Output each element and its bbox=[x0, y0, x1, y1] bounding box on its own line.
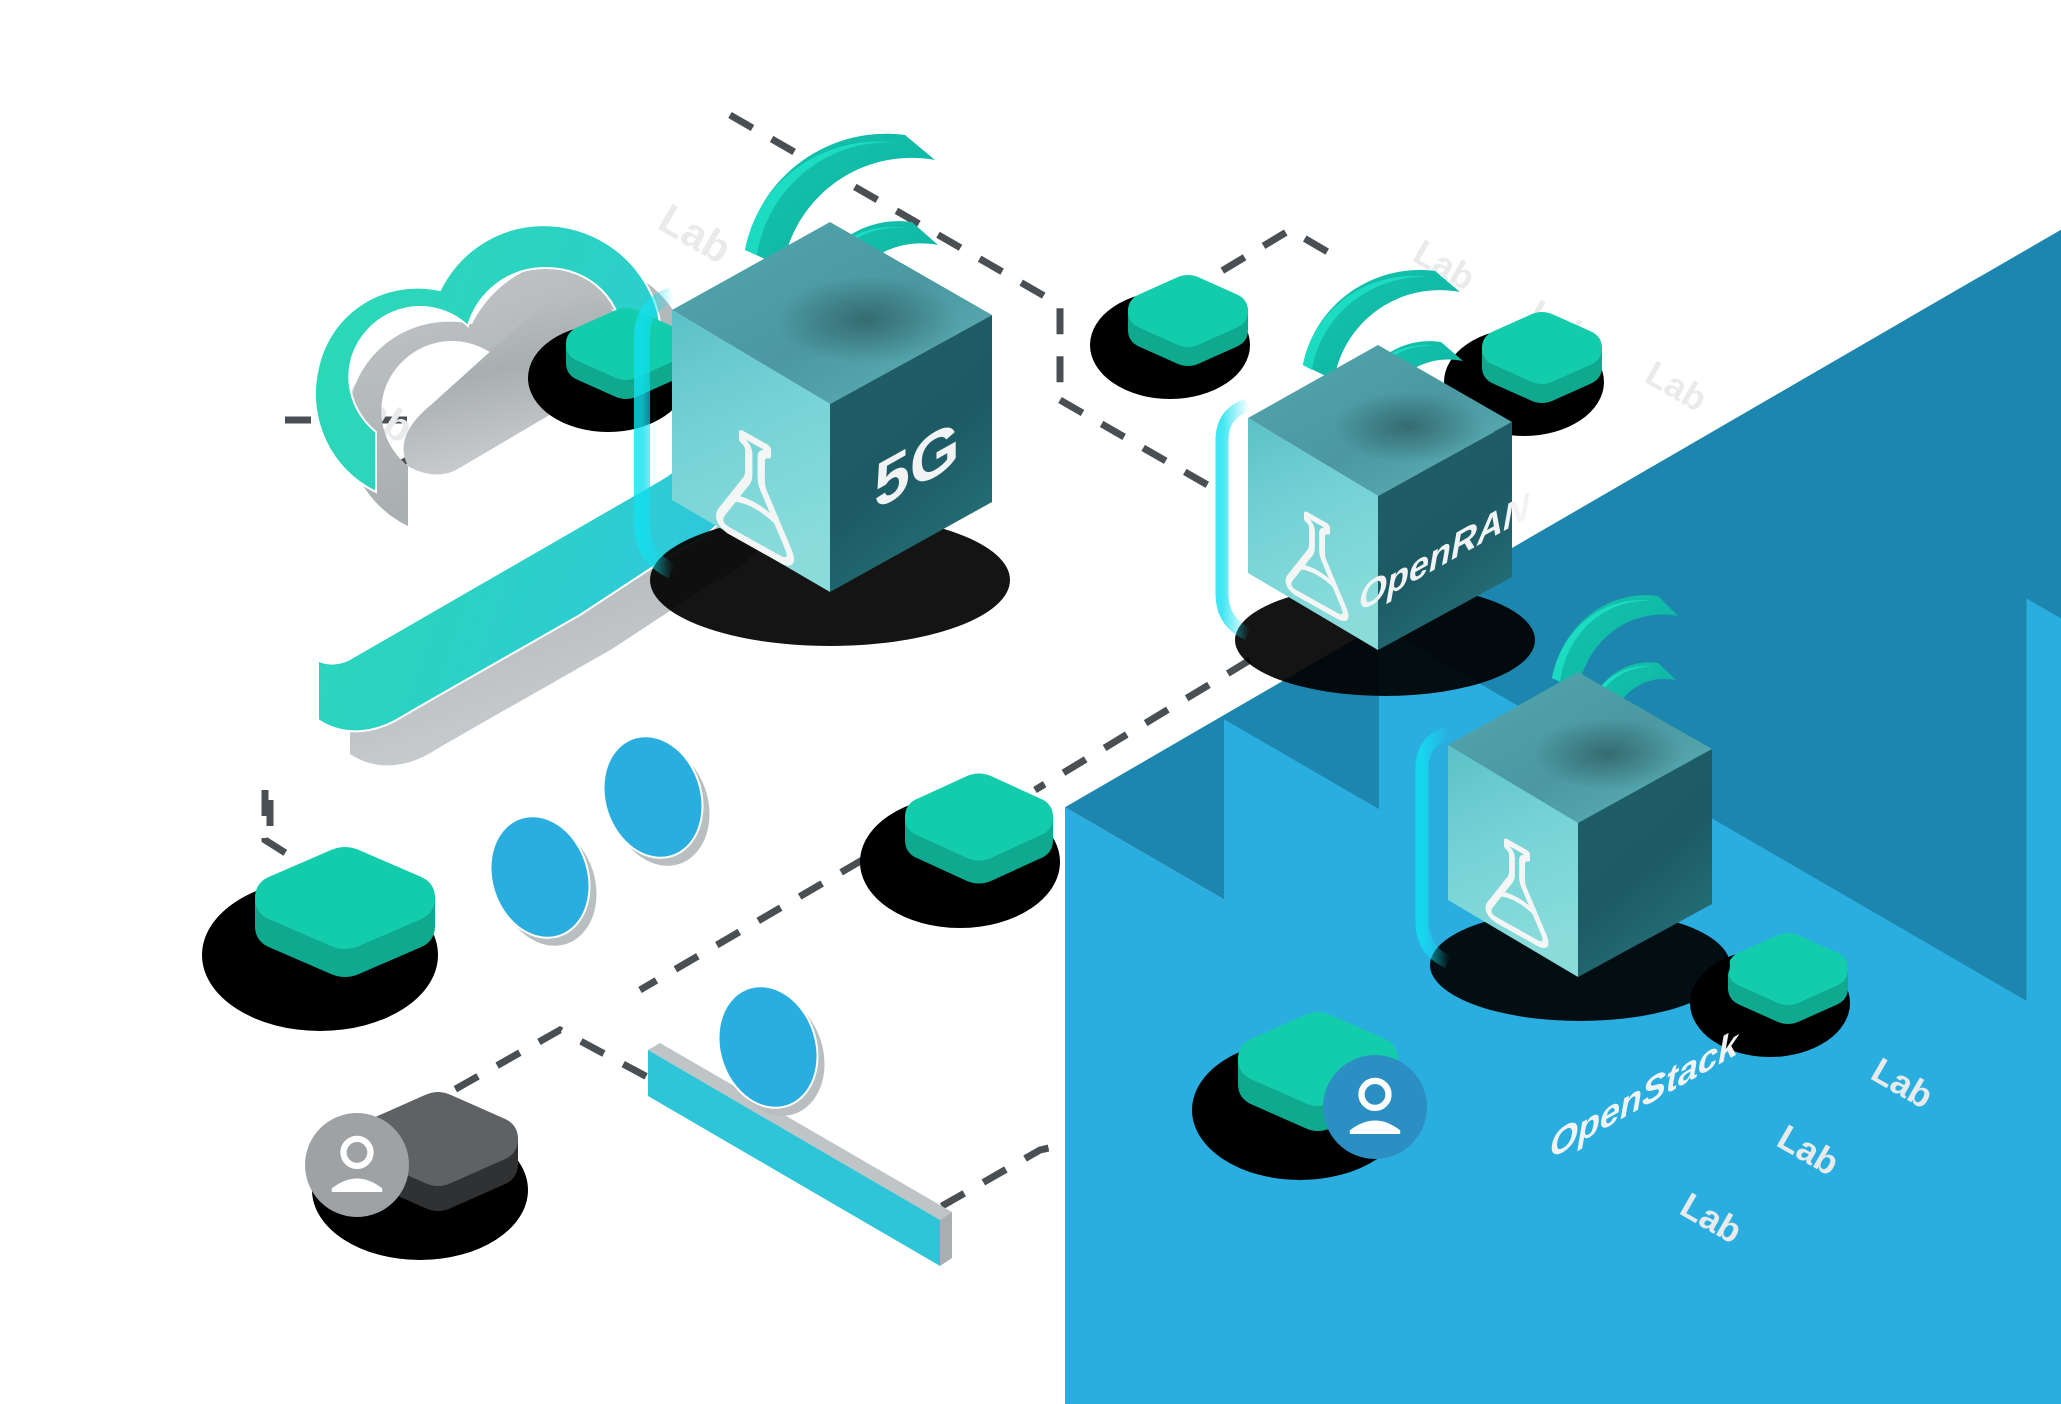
cloud-dot bbox=[489, 815, 597, 946]
connector-node-user-blue[interactable] bbox=[1192, 1012, 1427, 1180]
connector-node-openran-east[interactable] bbox=[1444, 312, 1604, 436]
cloud-dot bbox=[602, 735, 710, 866]
lab-cube-label: Lab bbox=[651, 195, 739, 273]
node-pad-active bbox=[1482, 312, 1602, 403]
node-pad-active bbox=[1728, 933, 1848, 1024]
connector-node-cloud-east[interactable] bbox=[860, 773, 1060, 929]
cube-body bbox=[672, 222, 992, 592]
cube-glow bbox=[1415, 726, 1452, 968]
connector-node-cloud-west[interactable] bbox=[202, 847, 438, 1031]
edge-node8-to-cloud bbox=[328, 1026, 692, 1164]
cube-body bbox=[1248, 345, 1512, 650]
cloud-face bbox=[313, 224, 751, 733]
cube-right-face bbox=[830, 315, 992, 592]
cube-glow bbox=[634, 287, 676, 579]
tech-cube-5g[interactable]: 5G bbox=[634, 133, 1010, 646]
lab-cube-label: Lab bbox=[1639, 353, 1714, 419]
connector-node-openran-west[interactable] bbox=[1090, 275, 1250, 399]
node-pad-active bbox=[255, 847, 435, 977]
edge-openran-west-chain bbox=[1058, 396, 1227, 499]
edge-openran-to-node4 bbox=[1033, 657, 1252, 793]
user-avatar[interactable] bbox=[305, 1113, 409, 1217]
cloud-dot bbox=[717, 985, 825, 1116]
cloud-lower-bar bbox=[648, 1043, 952, 1266]
edge-cloud-to-node5 bbox=[261, 790, 362, 903]
connector-node-user-gray[interactable] bbox=[305, 1092, 528, 1260]
edge-5g-top-to-openran-area bbox=[728, 111, 1064, 390]
node-pad-active bbox=[566, 308, 686, 399]
cube-right-face bbox=[1378, 422, 1512, 650]
connector-node-openstack-east[interactable] bbox=[1690, 933, 1850, 1057]
node-pad-active bbox=[905, 773, 1053, 884]
node-pad-active bbox=[1128, 275, 1248, 366]
user-avatar[interactable] bbox=[1323, 1055, 1427, 1159]
cube-right-face bbox=[1578, 749, 1712, 977]
tech-cube-openran[interactable]: OpenRAN bbox=[1215, 270, 1535, 696]
cube-glow bbox=[1215, 398, 1252, 640]
